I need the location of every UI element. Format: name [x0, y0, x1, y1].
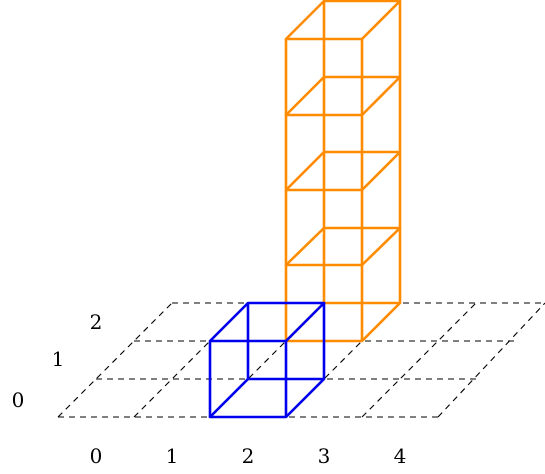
grid-line-col-5 [437, 302, 545, 418]
x-label-2: 2 [242, 444, 255, 468]
y-axis-labels: 0 1 2 [12, 310, 103, 412]
y-label-0: 0 [12, 388, 25, 412]
blue-cube-top [208, 301, 326, 343]
orange-level-0 [284, 301, 402, 343]
x-axis-labels: 0 1 2 3 4 [90, 444, 407, 468]
x-label-4: 4 [394, 444, 407, 468]
grid-line-col-0 [57, 302, 173, 418]
orange-level-4 [284, 0, 402, 41]
blue-cube [208, 301, 326, 419]
grid-line-col-4 [361, 302, 477, 418]
orange-level-2 [284, 150, 402, 192]
x-label-3: 3 [318, 444, 331, 468]
orange-cube-stack [284, 0, 402, 343]
orange-level-1 [284, 226, 402, 267]
x-label-1: 1 [166, 444, 179, 468]
orange-level-3 [284, 75, 402, 117]
blue-cube-bottom [208, 377, 326, 419]
y-label-1: 1 [52, 347, 65, 371]
y-label-2: 2 [90, 310, 103, 334]
x-label-0: 0 [90, 444, 103, 468]
